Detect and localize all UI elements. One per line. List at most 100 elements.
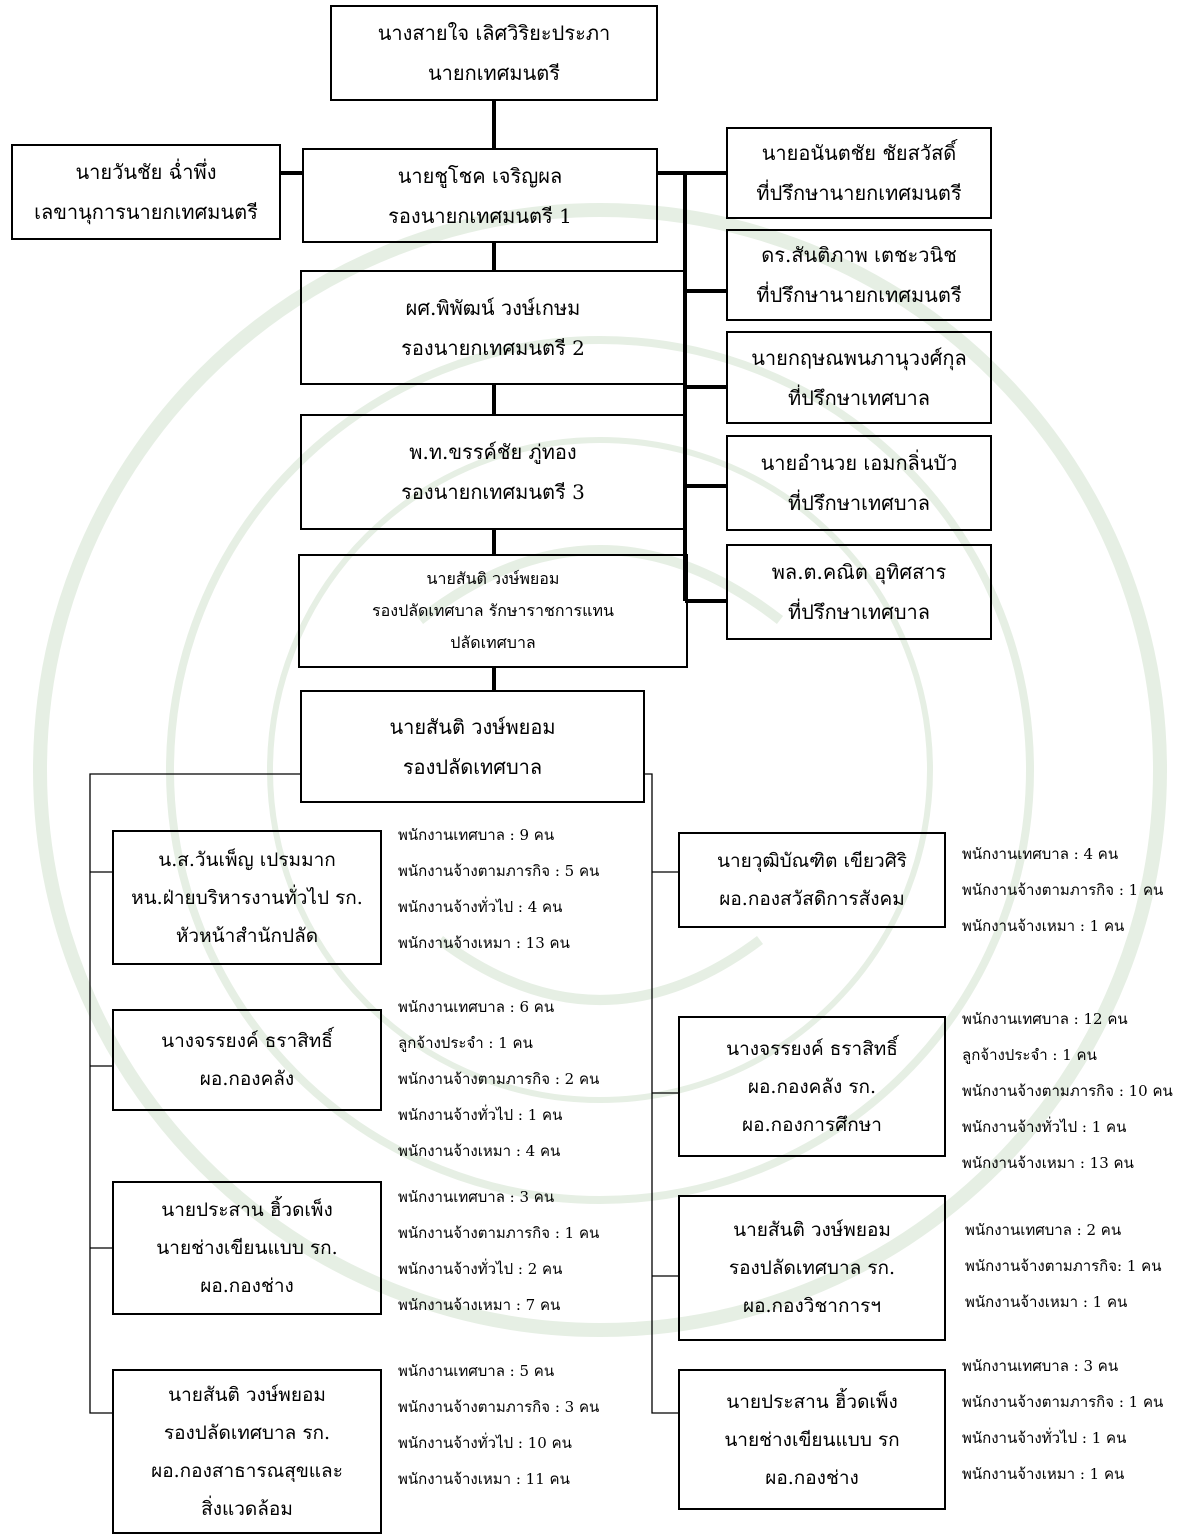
deputy-mayor-2-title: รองนายกเทศมนตรี 2: [401, 335, 585, 360]
staff-list: พนักงานเทศบาล : 9 คน พนักงานจ้างตามภารกิ…: [398, 817, 599, 961]
staff-count: พนักงานจ้างเหมา : 11 คน: [398, 1470, 570, 1488]
staff-count: พนักงานเทศบาล : 6 คน: [398, 998, 555, 1016]
staff-count: พนักงานจ้างตามภารกิจ : 1 คน: [962, 881, 1164, 899]
staff-list: พนักงานเทศบาล : 4 คน พนักงานจ้างตามภารกิ…: [962, 836, 1163, 944]
staff-count: พนักงานจ้างทั่วไป : 10 คน: [398, 1434, 572, 1452]
staff-count: พนักงานเทศบาล : 12 คน: [962, 1010, 1128, 1028]
staff-count: พนักงานจ้างเหมา : 1 คน: [965, 1293, 1128, 1311]
staff-count: ลูกจ้างประจำ : 1 คน: [962, 1046, 1097, 1064]
staff-count: พนักงานเทศบาล : 4 คน: [962, 845, 1119, 863]
staff-count: พนักงานจ้างตามภารกิจ : 1 คน: [398, 1224, 600, 1242]
secretary-name: นายวันชัย ฉ่ำพึ่ง: [75, 160, 217, 184]
staff-count: พนักงานจ้างเหมา : 13 คน: [398, 934, 570, 952]
department-line: น.ส.วันเพ็ญ เปรมมาก: [158, 848, 336, 871]
department-line: ผอ.กองการศึกษา: [742, 1113, 882, 1136]
acting-clerk-title-2: ปลัดเทศบาล: [450, 633, 536, 652]
deputy-mayor-3-title: รองนายกเทศมนตรี 3: [401, 480, 585, 504]
staff-count: พนักงานจ้างเหมา : 1 คน: [962, 1465, 1125, 1483]
mayor-box: นางสายใจ เลิศวิริยะประภา นายกเทศมนตรี: [330, 5, 658, 101]
deputy-clerk-box: นายสันติ วงษ์พยอม รองปลัดเทศบาล: [300, 690, 645, 803]
deputy-mayor-2-box: ผศ.พิพัฒน์ วงษ์เกษม รองนายกเทศมนตรี 2: [300, 270, 686, 385]
advisor-name: นายอำนวย เอมกลิ่นบัว: [760, 451, 958, 475]
department-line: หัวหน้าสำนักปลัด: [175, 924, 319, 947]
department-box: นายประสาน ฮิ้วดเพ็ง นายช่างเขียนแบบ รก ผ…: [678, 1369, 946, 1510]
advisor-name: นายอนันตชัย ชัยสวัสดิ์: [761, 141, 957, 165]
department-box: นายประสาน ฮิ้วดเพ็ง นายช่างเขียนแบบ รก. …: [112, 1181, 382, 1315]
advisor-box: ดร.สันติภาพ เตชะวนิช ที่ปรึกษานายกเทศมนต…: [726, 229, 992, 321]
deputy-mayor-1-title: รองนายกเทศมนตรี 1: [388, 203, 572, 228]
department-box: นายสันติ วงษ์พยอม รองปลัดเทศบาล รก. ผอ.ก…: [112, 1369, 382, 1534]
staff-count: พนักงานจ้างตามภารกิจ : 3 คน: [398, 1398, 600, 1416]
department-line: นายสันติ วงษ์พยอม: [733, 1219, 891, 1241]
department-line: หน.ฝ่ายบริหารงานทั่วไป รก.: [131, 886, 363, 909]
department-line: ผอ.กองคลัง รก.: [747, 1075, 877, 1098]
staff-list: พนักงานเทศบาล : 3 คน พนักงานจ้างตามภารกิ…: [962, 1348, 1163, 1492]
staff-count: พนักงานเทศบาล : 3 คน: [398, 1188, 555, 1206]
acting-clerk-name: นายสันติ วงษ์พยอม: [426, 569, 560, 588]
acting-clerk-box: นายสันติ วงษ์พยอม รองปลัดเทศบาล รักษาราช…: [298, 554, 688, 668]
staff-list: พนักงานเทศบาล : 3 คน พนักงานจ้างตามภารกิ…: [398, 1179, 599, 1323]
staff-count: พนักงานจ้างตามภารกิจ: 1 คน: [965, 1257, 1162, 1275]
staff-count: พนักงานจ้างเหมา : 1 คน: [962, 917, 1125, 935]
advisor-title: ที่ปรึกษานายกเทศมนตรี: [756, 181, 962, 205]
staff-count: พนักงานเทศบาล : 2 คน: [965, 1221, 1122, 1239]
mayor-title: นายกเทศมนตรี: [427, 61, 561, 85]
acting-clerk-title: รองปลัดเทศบาล รักษาราชการแทน: [372, 601, 614, 620]
staff-count: พนักงานจ้างทั่วไป : 4 คน: [398, 898, 563, 916]
staff-count: พนักงานจ้างทั่วไป : 1 คน: [398, 1106, 563, 1124]
staff-count: พนักงานจ้างทั่วไป : 1 คน: [962, 1118, 1127, 1136]
deputy-mayor-1-box: นายชูโชค เจริญผล รองนายกเทศมนตรี 1: [302, 148, 658, 243]
advisor-title: ที่ปรึกษานายกเทศมนตรี: [756, 283, 962, 307]
department-box: นางจรรยงค์ ธราสิทธิ์ ผอ.กองคลัง: [112, 1009, 382, 1111]
department-line: รองปลัดเทศบาล รก.: [728, 1257, 896, 1279]
department-box: นางจรรยงค์ ธราสิทธิ์ ผอ.กองคลัง รก. ผอ.ก…: [678, 1016, 946, 1157]
staff-count: พนักงานจ้างทั่วไป : 2 คน: [398, 1260, 563, 1278]
department-line: นายช่างเขียนแบบ รก: [724, 1428, 900, 1451]
secretary-title: เลขานุการนายกเทศมนตรี: [34, 200, 258, 224]
staff-count: พนักงานจ้างเหมา : 13 คน: [962, 1154, 1134, 1172]
advisor-title: ที่ปรึกษาเทศบาล: [787, 385, 931, 410]
department-line: นายสันติ วงษ์พยอม: [168, 1383, 326, 1406]
department-line: นายประสาน ฮิ้วดเพ็ง: [726, 1390, 898, 1413]
staff-list: พนักงานเทศบาล : 5 คน พนักงานจ้างตามภารกิ…: [398, 1353, 599, 1497]
deputy-mayor-3-box: พ.ท.ขรรค์ชัย ภู่ทอง รองนายกเทศมนตรี 3: [300, 414, 686, 530]
staff-count: พนักงานเทศบาล : 9 คน: [398, 826, 555, 844]
department-box: นายวุฒิบัณฑิต เขียวศิริ ผอ.กองสวัสดิการส…: [678, 832, 946, 928]
mayor-name: นางสายใจ เลิศวิริยะประภา: [377, 21, 611, 45]
secretary-box: นายวันชัย ฉ่ำพึ่ง เลขานุการนายกเทศมนตรี: [11, 144, 281, 240]
advisor-box: นายกฤษณพนภานุวงศ์กุล ที่ปรึกษาเทศบาล: [726, 331, 992, 424]
staff-list: พนักงานเทศบาล : 6 คน ลูกจ้างประจำ : 1 คน…: [398, 989, 599, 1169]
advisor-title: ที่ปรึกษาเทศบาล: [787, 600, 931, 624]
staff-list: พนักงานเทศบาล : 2 คน พนักงานจ้างตามภารกิ…: [965, 1212, 1161, 1320]
department-line: รองปลัดเทศบาล รก.: [163, 1421, 331, 1444]
department-line: นางจรรยงค์ ธราสิทธิ์: [161, 1030, 333, 1052]
department-box: น.ส.วันเพ็ญ เปรมมาก หน.ฝ่ายบริหารงานทั่ว…: [112, 830, 382, 965]
deputy-mayor-1-name: นายชูโชค เจริญผล: [397, 163, 563, 188]
department-line: ผอ.กองคลัง: [199, 1068, 295, 1090]
advisor-name: ดร.สันติภาพ เตชะวนิช: [761, 243, 957, 267]
advisor-name: พล.ต.คณิต อุทิศสาร: [771, 560, 947, 584]
deputy-mayor-2-name: ผศ.พิพัฒน์ วงษ์เกษม: [405, 295, 581, 320]
staff-count: พนักงานจ้างตามภารกิจ : 10 คน: [962, 1082, 1173, 1100]
department-line: นายประสาน ฮิ้วดเพ็ง: [161, 1199, 333, 1221]
department-line: นางจรรยงค์ ธราสิทธิ์: [726, 1037, 898, 1060]
department-line: ผอ.กองสวัสดิการสังคม: [719, 888, 905, 910]
staff-count: พนักงานเทศบาล : 3 คน: [962, 1357, 1119, 1375]
department-line: นายวุฒิบัณฑิต เขียวศิริ: [716, 850, 907, 872]
department-line: ผอ.กองสาธารณสุขและ: [151, 1459, 343, 1482]
department-line: นายช่างเขียนแบบ รก.: [156, 1237, 338, 1259]
staff-count: พนักงานจ้างตามภารกิจ : 2 คน: [398, 1070, 600, 1088]
department-box: นายสันติ วงษ์พยอม รองปลัดเทศบาล รก. ผอ.ก…: [678, 1195, 946, 1341]
staff-count: พนักงานจ้างเหมา : 4 คน: [398, 1142, 561, 1160]
staff-count: ลูกจ้างประจำ : 1 คน: [398, 1034, 533, 1052]
staff-count: พนักงานจ้างตามภารกิจ : 1 คน: [962, 1393, 1164, 1411]
deputy-mayor-3-name: พ.ท.ขรรค์ชัย ภู่ทอง: [409, 440, 577, 464]
staff-count: พนักงานจ้างตามภารกิจ : 5 คน: [398, 862, 600, 880]
department-line: ผอ.กองวิชาการฯ: [742, 1295, 882, 1317]
staff-count: พนักงานจ้างเหมา : 7 คน: [398, 1296, 561, 1314]
staff-count: พนักงานเทศบาล : 5 คน: [398, 1362, 555, 1380]
advisor-title: ที่ปรึกษาเทศบาล: [787, 491, 931, 515]
advisor-name: นายกฤษณพนภานุวงศ์กุล: [751, 345, 967, 370]
department-line: ผอ.กองช่าง: [200, 1275, 294, 1297]
advisor-box: นายอนันตชัย ชัยสวัสดิ์ ที่ปรึกษานายกเทศม…: [726, 127, 992, 219]
